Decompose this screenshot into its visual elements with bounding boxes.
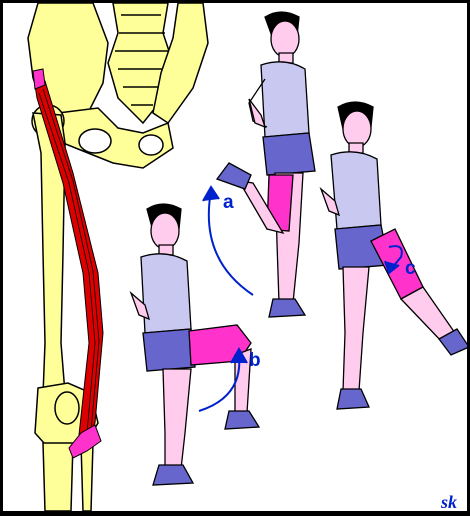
figure-b-head — [151, 213, 179, 249]
stretch-illustration: a b c sk — [3, 3, 467, 511]
label-a: a — [223, 192, 234, 213]
figure-c-head — [343, 111, 371, 147]
tibia — [43, 443, 73, 511]
figure-a-shirt — [261, 62, 309, 137]
upper-tendon — [33, 69, 45, 89]
figure-a-head — [271, 21, 299, 57]
figure-a-shorts — [263, 133, 315, 175]
figure-c-shirt — [331, 152, 381, 229]
right-obturator — [139, 135, 163, 155]
patella — [55, 392, 79, 424]
corner-text: sk — [440, 492, 457, 511]
figure-b-shirt — [141, 254, 191, 333]
label-c: c — [405, 258, 416, 279]
label-b: b — [249, 350, 261, 371]
left-obturator — [79, 129, 111, 153]
figure-b-shorts — [143, 329, 195, 371]
